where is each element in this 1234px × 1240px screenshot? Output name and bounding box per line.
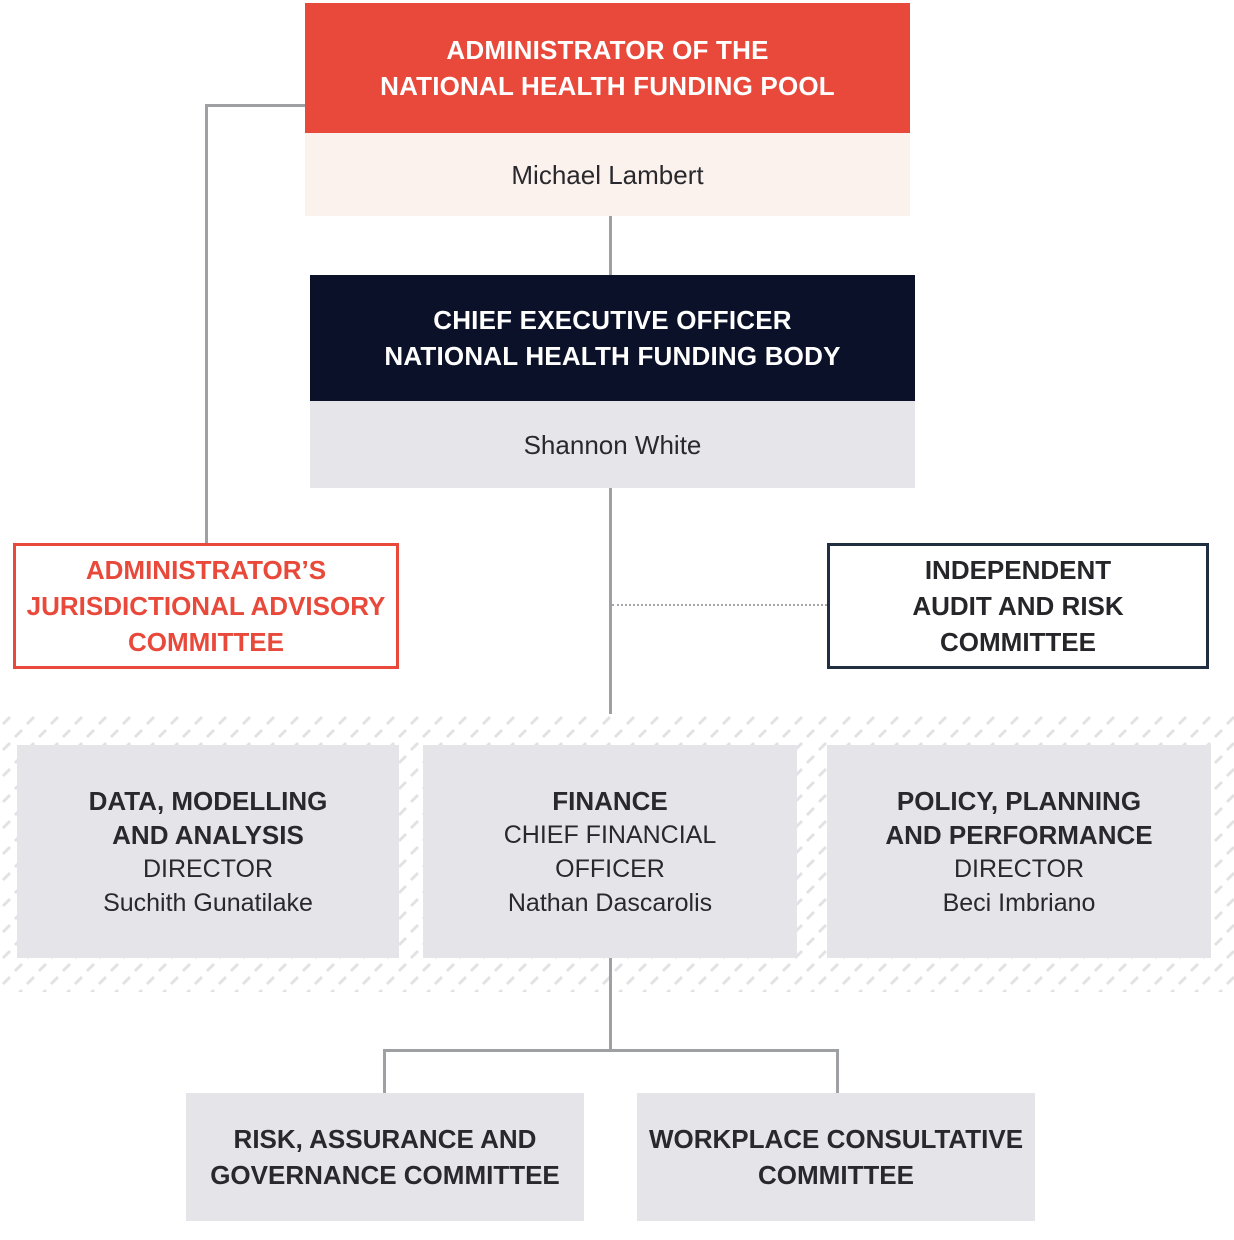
- node-jurisdictional-advisory-committee: ADMINISTRATOR’S JURISDICTIONAL ADVISORY …: [13, 543, 399, 669]
- ceo-name: Shannon White: [310, 401, 915, 488]
- node-risk-assurance-governance-committee: RISK, ASSURANCE AND GOVERNANCE COMMITTEE: [186, 1093, 584, 1221]
- connector-admin-to-advisory-horizontal: [205, 104, 306, 107]
- connector-to-workplace-committee: [836, 1049, 839, 1093]
- division-role: CHIEF FINANCIAL OFFICER: [503, 820, 717, 883]
- connector-ceo-to-audit-dotted: [612, 604, 827, 606]
- connector-bottom-horizontal: [383, 1049, 839, 1052]
- node-ceo: CHIEF EXECUTIVE OFFICER NATIONAL HEALTH …: [310, 275, 915, 488]
- node-division-policy-planning-performance: POLICY, PLANNING AND PERFORMANCE DIRECTO…: [827, 745, 1211, 958]
- node-administrator: ADMINISTRATOR OF THE NATIONAL HEALTH FUN…: [305, 3, 910, 216]
- division-title: FINANCE: [552, 785, 668, 816]
- connector-admin-to-advisory-vertical: [205, 104, 208, 543]
- division-title: POLICY, PLANNING AND PERFORMANCE: [885, 785, 1153, 850]
- connector-ceo-to-divisions: [609, 488, 612, 714]
- node-workplace-consultative-committee: WORKPLACE CONSULTATIVE COMMITTEE: [637, 1093, 1035, 1221]
- administrator-title: ADMINISTRATOR OF THE NATIONAL HEALTH FUN…: [305, 3, 910, 133]
- connector-to-risk-committee: [383, 1049, 386, 1093]
- division-person-name: Nathan Dascarolis: [507, 888, 713, 917]
- node-division-finance: FINANCE CHIEF FINANCIAL OFFICER Nathan D…: [423, 745, 797, 958]
- node-independent-audit-risk-committee: INDEPENDENT AUDIT AND RISK COMMITTEE: [827, 543, 1209, 669]
- division-person-name: Suchith Gunatilake: [103, 888, 313, 917]
- connector-admin-to-ceo: [609, 216, 612, 275]
- division-title: DATA, MODELLING AND ANALYSIS: [88, 785, 328, 850]
- division-role: DIRECTOR: [953, 854, 1085, 883]
- node-division-data-modelling-analysis: DATA, MODELLING AND ANALYSIS DIRECTOR Su…: [17, 745, 399, 958]
- administrator-name: Michael Lambert: [305, 133, 910, 216]
- connector-finance-down: [609, 958, 612, 1052]
- division-role: DIRECTOR: [142, 854, 274, 883]
- ceo-title: CHIEF EXECUTIVE OFFICER NATIONAL HEALTH …: [310, 275, 915, 401]
- division-person-name: Beci Imbriano: [942, 888, 1096, 917]
